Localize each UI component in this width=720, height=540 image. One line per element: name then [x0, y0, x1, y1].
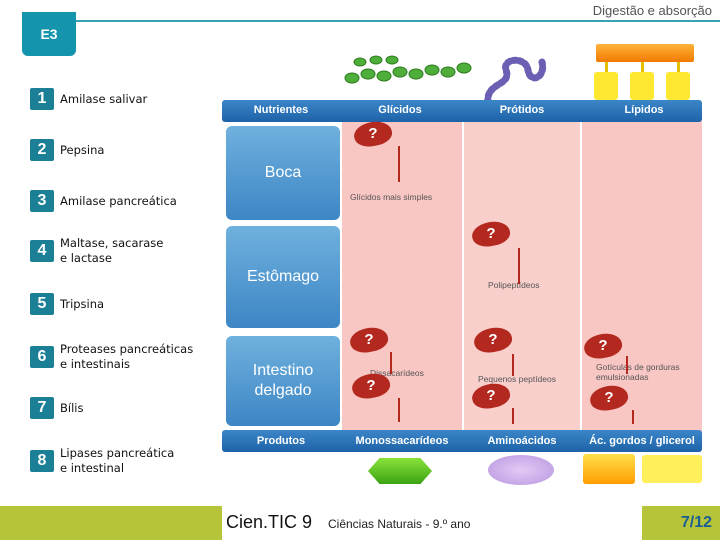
enzyme-number: 8	[30, 450, 54, 472]
enzyme-line	[398, 146, 400, 182]
enzyme-item-5: 5 Tripsina	[30, 293, 104, 315]
glucid-chain-icon	[344, 55, 472, 84]
amino-acid-icon	[488, 455, 554, 485]
enzyme-placeholder-intestine-glucids-2[interactable]: ?	[349, 370, 393, 402]
product-simple-glucids: Glícidos mais simples	[350, 192, 433, 202]
enzyme-number: 1	[30, 88, 54, 110]
lipids-column	[582, 114, 702, 434]
footer-label-area	[222, 506, 642, 540]
enzyme-line	[512, 408, 514, 424]
digestion-diagram: Nutrientes Glícidos Prótidos Lípidos Boc…	[222, 100, 702, 452]
enzyme-line	[518, 248, 520, 284]
enzyme-line	[632, 410, 634, 424]
lipid-stick	[605, 62, 608, 76]
enzyme-item-3: 3 Amilase pancreática	[30, 190, 177, 212]
enzyme-line	[626, 356, 628, 374]
enzyme-number: 7	[30, 397, 54, 419]
product-polypeptides: Polipeptídeos	[488, 280, 540, 290]
enzyme-label: Pepsina	[60, 142, 105, 157]
footer-products: Produtos	[256, 435, 306, 447]
enzyme-line	[398, 398, 400, 422]
header-glucids: Glícidos	[378, 104, 422, 116]
monosaccharide-icon	[368, 458, 432, 484]
section-badge: E3	[22, 12, 76, 56]
fatty-acid-icon	[594, 72, 618, 100]
footer-fatty-acids: Ác. gordos / glicerol	[589, 435, 695, 447]
enzyme-placeholder-intestine-protids-1[interactable]: ?	[471, 324, 515, 356]
lipid-stick	[641, 62, 644, 76]
question-mark: ?	[486, 225, 496, 242]
nutrients-header-bar	[222, 100, 702, 122]
enzyme-placeholder-intestine-glucids-1[interactable]: ?	[347, 324, 391, 356]
enzyme-line	[390, 352, 392, 374]
glycerol-bar-icon	[596, 44, 694, 62]
enzyme-item-8: 8 Lipases pancreática e intestinal	[30, 446, 174, 476]
organ-stomach: Estômago	[226, 226, 340, 328]
enzyme-label: Amilase pancreática	[60, 193, 177, 208]
glycerol-product-icon	[642, 455, 702, 483]
product-fat-globules: Gotículas de gorduras emulsionadas	[596, 362, 680, 382]
enzyme-placeholder-stomach-protids[interactable]: ?	[469, 218, 513, 250]
enzyme-line	[512, 354, 514, 376]
enzyme-label: Tripsina	[60, 296, 105, 311]
product-small-peptides: Pequenos peptídeos	[478, 374, 556, 384]
page-title: Digestão e absorção	[592, 3, 712, 18]
enzyme-placeholder-intestine-lipids-2[interactable]: ?	[587, 382, 631, 414]
enzyme-label: Bílis	[60, 400, 84, 415]
header-protids: Prótidos	[499, 104, 545, 116]
product-disaccharides: Dissacarídeos	[370, 368, 424, 378]
question-mark: ?	[486, 387, 496, 404]
enzyme-placeholder-intestine-protids-2[interactable]: ?	[469, 380, 513, 412]
enzyme-label: Proteases pancreáticas e intestinais	[60, 342, 194, 371]
enzyme-item-4: 4 Maltase, sacarase e lactase	[30, 236, 163, 266]
protein-chain-icon	[484, 56, 547, 106]
header-nutrients: Nutrientes	[253, 104, 309, 116]
enzyme-item-6: 6 Proteases pancreáticas e intestinais	[30, 342, 193, 372]
footer-brand: Cien.TIC 9	[226, 512, 313, 532]
header-line	[60, 20, 720, 22]
protids-column	[464, 114, 580, 434]
enzyme-number: 5	[30, 293, 54, 315]
fatty-acid-icon	[630, 72, 654, 100]
fatty-acid-icon	[666, 72, 690, 100]
question-mark: ?	[368, 125, 378, 142]
lipid-stick	[677, 62, 680, 76]
enzyme-item-7: 7 Bílis	[30, 397, 83, 419]
enzyme-number: 3	[30, 190, 54, 212]
header-lipids: Lípidos	[624, 104, 664, 116]
page-number: 7/12	[680, 514, 712, 531]
enzyme-number: 4	[30, 240, 54, 262]
organ-mouth: Boca	[226, 126, 340, 220]
organ-small-intestine: Intestino delgado	[226, 336, 340, 426]
enzyme-label: Lipases pancreática e intestinal	[60, 446, 175, 475]
question-mark: ?	[366, 377, 376, 394]
enzyme-label: Maltase, sacarase e lactase	[60, 236, 164, 265]
footer-amino-acids: Aminoácidos	[487, 435, 557, 447]
enzyme-number: 2	[30, 139, 54, 161]
enzyme-label: Amilase salivar	[60, 91, 148, 106]
question-mark: ?	[604, 389, 614, 406]
enzyme-placeholder-intestine-lipids-1[interactable]: ?	[581, 330, 625, 362]
footer-monosaccharides: Monossacarídeos	[355, 435, 449, 447]
fatty-acid-product-icon	[583, 454, 635, 484]
enzyme-number: 6	[30, 346, 54, 368]
products-footer-bar	[222, 430, 702, 452]
question-mark: ?	[598, 337, 608, 354]
footer-subtitle: Ciências Naturais - 9.º ano	[328, 517, 471, 531]
enzyme-placeholder-mouth-glucids[interactable]: ?	[351, 118, 395, 150]
question-mark: ?	[488, 331, 498, 348]
enzyme-item-1: 1 Amilase salivar	[30, 88, 147, 110]
enzyme-item-2: 2 Pepsina	[30, 139, 104, 161]
question-mark: ?	[364, 331, 374, 348]
